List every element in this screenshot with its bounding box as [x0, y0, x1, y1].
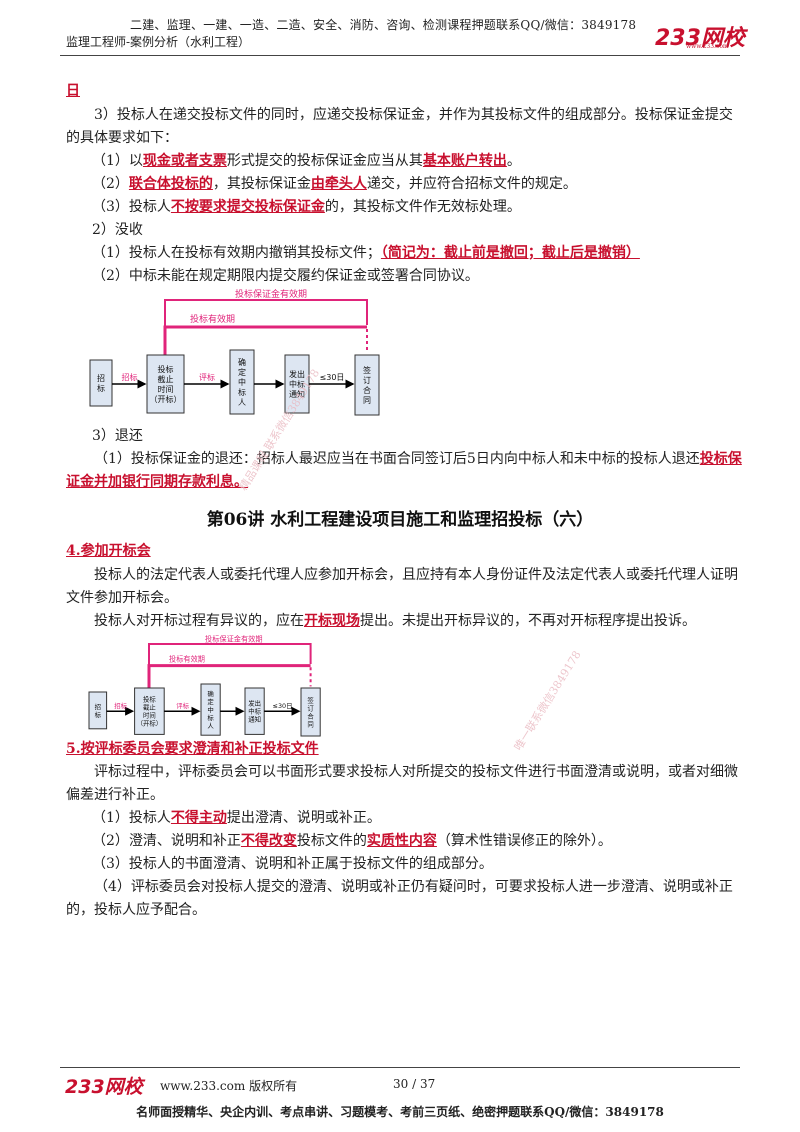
step-box-text: 同	[363, 396, 371, 405]
step-box-text: 通知	[248, 715, 261, 724]
section-5-heading: 5.按评标委员会要求澄清和补正投标文件	[66, 741, 319, 757]
step-box-text: 中	[238, 377, 246, 387]
step-box-text: 发出	[248, 699, 261, 708]
subheading-refund: 3）退还	[92, 428, 143, 444]
footer-divider	[60, 1067, 740, 1068]
step-box-text: 通知	[289, 389, 305, 399]
step-box-text: 标	[97, 383, 105, 393]
section-4-paragraph-b: 投标人对开标过程有异议的，应在开标现场提出。未提出开标异议的，不再对开标程序提出…	[94, 613, 696, 629]
header-course-title: 监理工程师-案例分析（水利工程）	[66, 35, 251, 49]
step-box-text: 投标	[158, 364, 174, 374]
clarify-item-2: （2）澄清、说明和补正不得改变投标文件的实质性内容（算术性错误修正的除外）。	[92, 833, 612, 849]
bid-validity-bar	[163, 325, 367, 355]
brand-logo: 233网校	[655, 26, 745, 51]
list-item-3: （3）投标人不按要求提交投标保证金的，其投标文件作无效标处理。	[92, 199, 521, 215]
step-box-text: 发出	[289, 369, 305, 379]
arrow-label: 评标	[176, 701, 189, 710]
step-box-1	[89, 359, 113, 407]
bid-validity-label: 投标有效期	[190, 313, 235, 325]
step-box-text: 确	[238, 357, 246, 367]
bond-validity-label: 投标保证金有效期	[205, 635, 263, 644]
section-4-paragraph-a: 投标人的法定代表人或委托代理人应参加开标会，且应持有本人身份证件及法定代表人或委…	[66, 567, 738, 606]
bid-timeline-diagram-1: 投标保证金有效期投标有效期招标投标截止时间（开标）确定中标人发出中标通知签订合同…	[89, 288, 380, 416]
section-5-paragraph: 评标过程中，评标委员会可以书面形式要求投标人对所提交的投标文件进行书面澄清或说明…	[66, 764, 738, 803]
section-4-heading: 4.参加开标会	[66, 543, 151, 559]
step-box-text: 截止	[143, 703, 156, 712]
step-box-text: （开标）	[150, 394, 182, 404]
step-box-text: 订	[307, 704, 314, 712]
bid-validity-bar	[147, 664, 311, 688]
step-box-text: 标	[95, 710, 102, 719]
arrow-label: ≤30日	[273, 702, 293, 710]
step-box-text: 投标	[143, 695, 156, 704]
footer-logo: 233网校	[65, 1076, 143, 1098]
arrow-label: 招标	[122, 372, 138, 382]
bond-validity-label: 投标保证金有效期	[235, 288, 307, 300]
step-box-2	[146, 354, 185, 414]
forfeit-item-2: （2）中标未能在规定期限内提交履约保证金或签署合同协议。	[92, 268, 479, 284]
list-item-2: （2）联合体投标的，其投标保证金由牵头人递交，并应符合招标文件的规定。	[92, 176, 577, 192]
footer-copyright: www.233.com 版权所有	[160, 1079, 298, 1093]
refund-item-1: （1）投标保证金的退还：招标人最迟应当在书面合同签订后5日内向中标人和未中标的投…	[66, 451, 742, 490]
step-box-text: 定	[207, 697, 214, 706]
paragraph-3: 3）投标人在递交投标文件的同时，应递交投标保证金，并作为其投标文件的组成部分。投…	[66, 107, 733, 146]
subheading-forfeit: 2）没收	[92, 222, 143, 238]
arrow-label: 招标	[114, 701, 127, 710]
clarify-item-3: （3）投标人的书面澄清、说明和补正属于投标文件的组成部分。	[92, 856, 493, 872]
arrow-label: ≤30日	[320, 373, 345, 382]
step-box-text: 定	[238, 367, 246, 377]
header-divider	[60, 55, 740, 56]
bid-timeline-diagram-2: 投标保证金有效期投标有效期招标投标截止时间（开标）确定中标人发出中标通知签订合同…	[88, 635, 321, 737]
step-box-text: 签	[307, 695, 314, 704]
lecture-title: 第06讲 水利工程建设项目施工和监理招投标（六）	[206, 510, 594, 530]
step-box-text: 合	[363, 385, 371, 395]
page-number: 30 / 37	[393, 1077, 436, 1091]
step-box-text: 合	[307, 711, 314, 720]
clarify-item-4: （4）评标委员会对投标人提交的澄清、说明或补正仍有疑问时，可要求投标人进一步澄清…	[66, 879, 733, 918]
bid-validity-label: 投标有效期	[169, 655, 205, 664]
step-box-3	[200, 683, 221, 736]
step-box-text: （开标）	[137, 719, 163, 728]
step-box-3	[229, 349, 255, 415]
step-box-4	[284, 354, 310, 414]
step-box-text: 标	[238, 387, 246, 397]
fragment-text: 日	[66, 83, 80, 99]
step-box-text: 确	[207, 689, 213, 698]
brand-logo-url: www.233.com	[686, 43, 729, 50]
step-box-1	[88, 691, 108, 730]
arrow-label: 评标	[199, 372, 215, 382]
list-item-1: （1）以现金或者支票形式提交的投标保证金应当从其基本账户转出。	[92, 153, 521, 169]
step-box-text: 标	[207, 713, 214, 722]
step-box-text: 同	[307, 720, 313, 728]
step-box-text: 中	[207, 705, 213, 714]
step-box-5	[300, 687, 321, 737]
step-box-text: 招	[95, 702, 101, 711]
step-box-text: 签	[363, 365, 371, 375]
step-box-text: 中标	[289, 379, 305, 389]
step-box-text: 时间	[158, 384, 174, 394]
forfeit-item-1: （1）投标人在投标有效期内撤销其投标文件；（简记为：截止前是撤回；截止后是撤销）	[92, 245, 640, 261]
step-box-text: 人	[207, 722, 214, 730]
clarify-item-1: （1）投标人不得主动提出澄清、说明或补正。	[92, 810, 381, 826]
step-box-text: 截止	[158, 374, 174, 384]
diagram-graphics-1: 投标保证金有效期投标有效期招标投标截止时间（开标）确定中标人发出中标通知签订合同…	[89, 288, 380, 416]
step-box-5	[354, 354, 380, 416]
step-box-text: 人	[238, 398, 246, 407]
step-box-text: 中标	[248, 707, 261, 716]
diagram-graphics-2: 投标保证金有效期投标有效期招标投标截止时间（开标）确定中标人发出中标通知签订合同…	[88, 635, 321, 737]
step-box-text: 招	[97, 373, 105, 383]
step-box-text: 订	[363, 375, 371, 385]
header-contact: 二建、监理、一建、一造、二造、安全、消防、咨询、检测课程押题联系QQ/微信：38…	[130, 18, 637, 32]
step-box-text: 时间	[143, 711, 156, 720]
footer-contact: 名师面授精华、央企内训、考点串讲、习题模考、考前三页纸、绝密押题联系QQ/微信：…	[136, 1105, 664, 1119]
step-box-2	[134, 687, 165, 735]
